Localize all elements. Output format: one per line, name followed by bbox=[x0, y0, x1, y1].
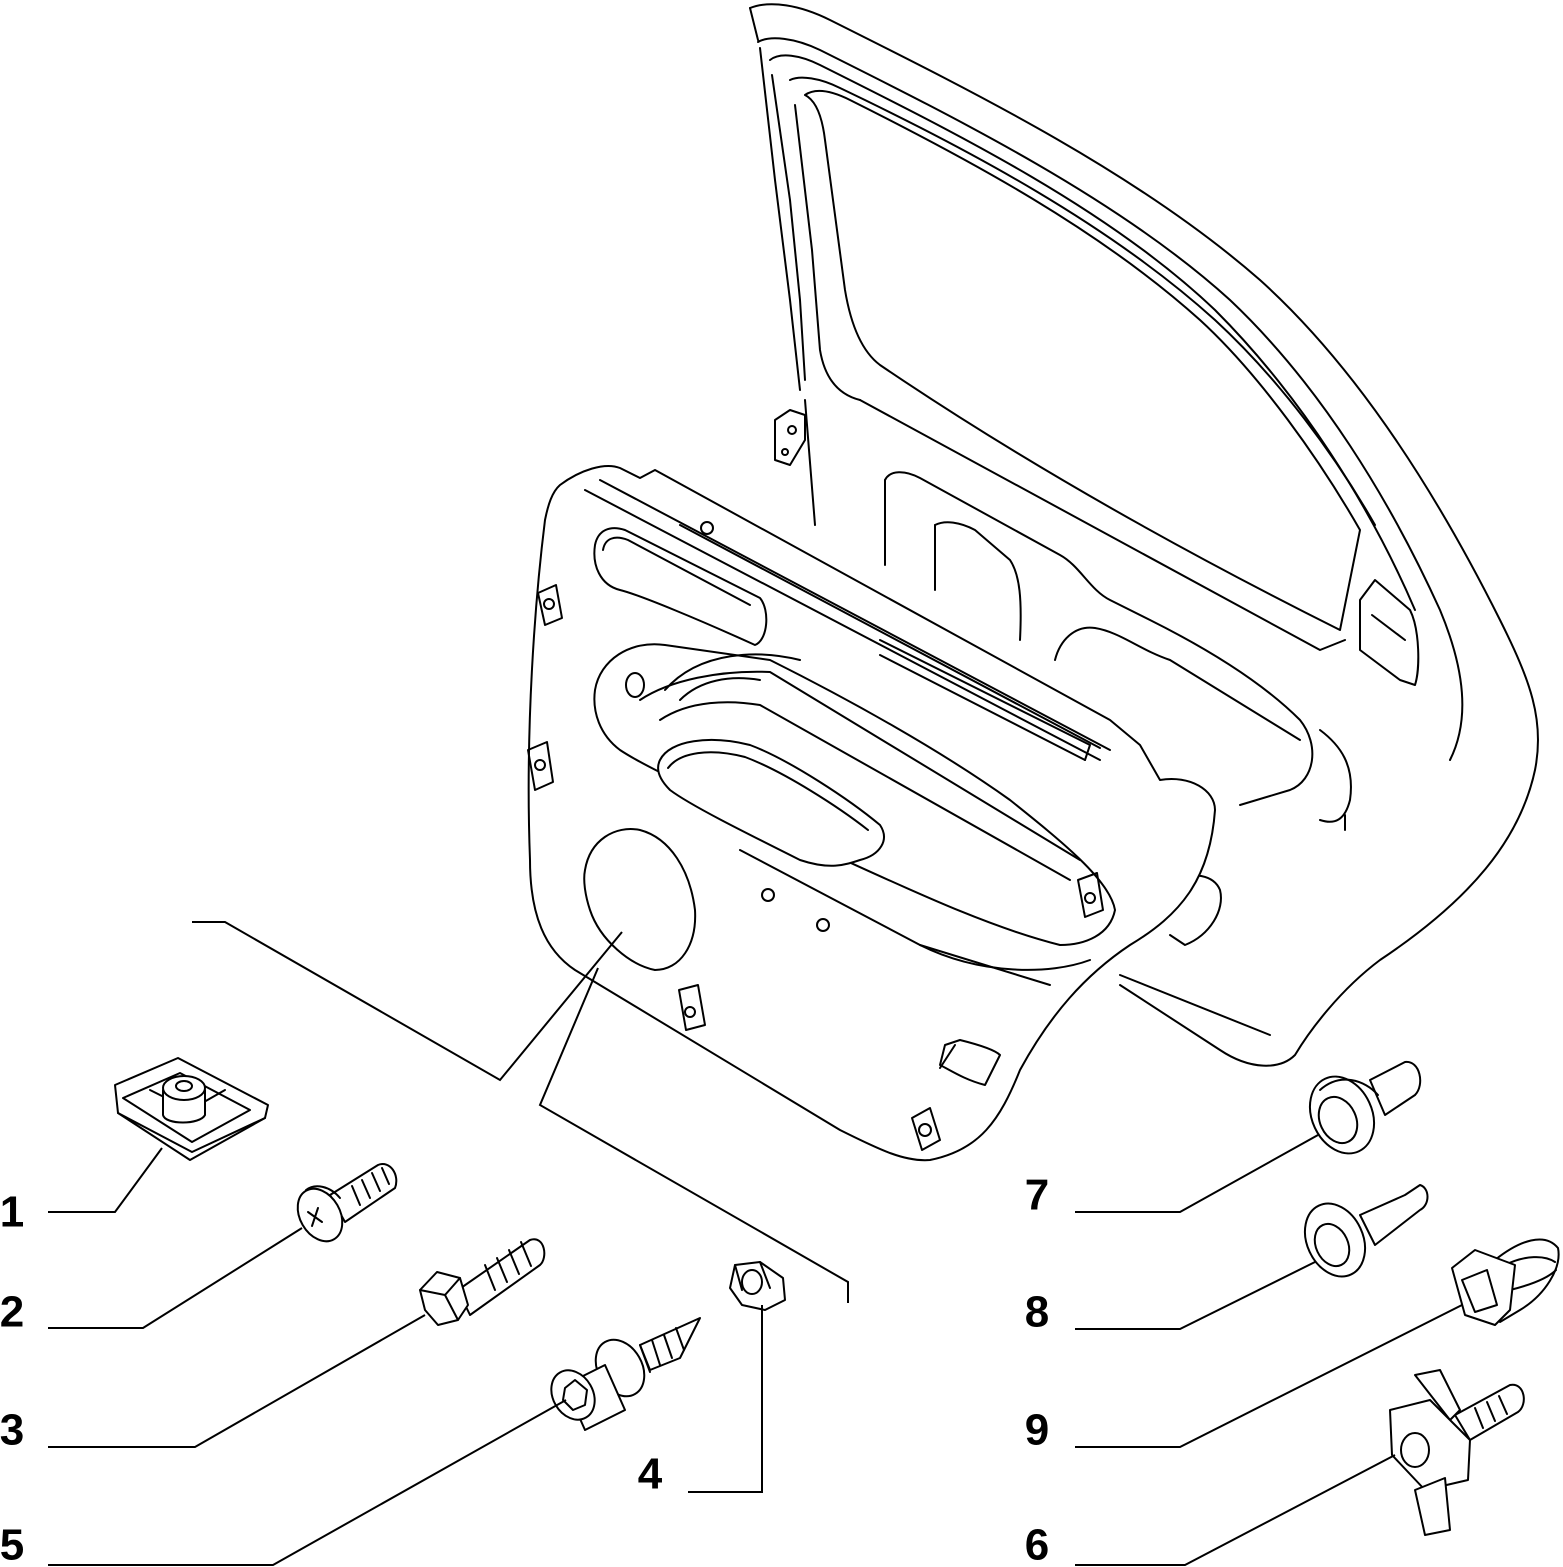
leader-3 bbox=[48, 1315, 425, 1447]
part-6-clip-screw bbox=[1390, 1370, 1524, 1535]
leader-5 bbox=[48, 1400, 566, 1565]
leader-7 bbox=[1075, 1135, 1318, 1212]
callout-5: 5 bbox=[0, 1521, 24, 1567]
callout-9: 9 bbox=[1025, 1406, 1049, 1455]
part-8-plug bbox=[1294, 1185, 1428, 1286]
leader-door-lower bbox=[540, 968, 848, 1303]
leader-6 bbox=[1075, 1455, 1395, 1565]
callout-7: 7 bbox=[1025, 1171, 1049, 1220]
leader-2 bbox=[48, 1228, 302, 1328]
part-2-phillips-screw bbox=[289, 1164, 397, 1249]
part-1-cage-nut bbox=[115, 1058, 268, 1160]
callout-6: 6 bbox=[1025, 1521, 1049, 1567]
callout-8: 8 bbox=[1025, 1288, 1049, 1337]
leader-door-upper bbox=[192, 922, 622, 1080]
callout-labels: 1 2 3 4 5 6 7 8 9 bbox=[0, 1171, 1049, 1567]
leader-9 bbox=[1075, 1305, 1462, 1447]
callout-1: 1 bbox=[0, 1188, 24, 1237]
part-9-push-clip bbox=[1452, 1239, 1559, 1325]
leader-8 bbox=[1075, 1262, 1315, 1329]
callout-3: 3 bbox=[0, 1406, 24, 1455]
part-7-plug bbox=[1298, 1062, 1420, 1164]
callout-2: 2 bbox=[0, 1288, 24, 1337]
callout-4: 4 bbox=[638, 1450, 663, 1499]
part-4-hex-nut bbox=[730, 1262, 785, 1310]
door-trim-panel bbox=[528, 466, 1215, 1160]
part-5-socket-screw bbox=[543, 1318, 700, 1430]
rear-door-shell bbox=[750, 4, 1538, 1065]
leader-4 bbox=[688, 1305, 762, 1492]
leader-lines bbox=[48, 922, 1462, 1565]
part-3-hex-bolt bbox=[420, 1239, 544, 1325]
leader-1 bbox=[48, 1148, 162, 1212]
